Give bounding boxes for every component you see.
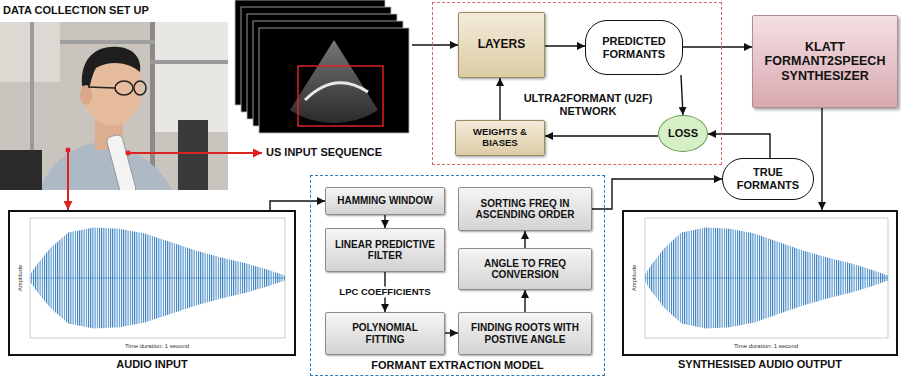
connector-arrow (683, 46, 752, 47)
connector-arrow (67, 190, 69, 210)
ultrasound-stack (298, 66, 383, 126)
setup-photo (126, 151, 131, 156)
setup-photo (80, 85, 92, 105)
pill-label: TRUE FORMANTS (729, 166, 807, 191)
circle-label: LOSS (668, 127, 698, 140)
connector-arrow (384, 215, 385, 228)
setup-photo (0, 22, 228, 190)
setup-photo (128, 152, 228, 154)
panel-heading: DATA COLLECTION SET UP (3, 4, 149, 17)
group-title: ULTRA2FORMANT (U2F) NETWORK (503, 92, 673, 117)
waveform-plot (30, 218, 285, 338)
edge-label: LPC COEFFICIENTS (337, 287, 432, 298)
box-label: FINDING ROOTS WITH POSTIVE ANGLE (465, 322, 585, 345)
setup-photo (178, 120, 208, 190)
setup-photo (150, 60, 228, 64)
waveform-plot (645, 218, 888, 338)
network-group: ULTRA2FORMANT (U2F) NETWORK LAYERS PREDICT… (432, 2, 722, 165)
connector-arrow (524, 231, 525, 248)
pill-label: PREDICTED FORMANTS (592, 35, 676, 60)
connector-arrow (545, 45, 585, 46)
process-box: LINEAR PREDICTIVE FILTER (325, 228, 445, 272)
axis-label: Time duration: 1 second (734, 343, 798, 349)
stack-caption: US INPUT SEQUENCE (266, 146, 382, 159)
waveform-panel: AUDIO INPUT (8, 210, 296, 356)
waveform-panel: SYNTHESISED AUDIO OUTPUT (622, 210, 898, 356)
connector-arrow (524, 290, 525, 312)
connector-arrow (821, 108, 822, 210)
output-pill: PREDICTED FORMANTS (585, 20, 683, 75)
extraction-group: FORMANT EXTRACTION MODEL HAMMING WINDOW LI… (310, 175, 605, 376)
synth-box: KLATT FORMANT2SPEECH SYNTHESIZER (752, 15, 898, 108)
axis-label: Amplitude (631, 265, 637, 292)
process-box: SORTING FREQ IN ASCENDING ORDER (458, 187, 592, 231)
process-box: ANGLE TO FREQ CONVERSION (458, 248, 592, 290)
box-label: HAMMING WINDOW (337, 195, 433, 207)
waveform-plot (30, 218, 285, 338)
layer-box: LAYERS (458, 12, 545, 78)
loss-circle: LOSS (658, 115, 708, 152)
connector-arrow (412, 44, 458, 45)
waveform-plot (30, 218, 285, 338)
ultrasound-stack (235, 0, 409, 133)
setup-photo (60, 40, 155, 44)
box-label: LINEAR PREDICTIVE FILTER (332, 239, 438, 262)
box-label: ANGLE TO FREQ CONVERSION (465, 258, 585, 281)
panel-caption: SYNTHESISED AUDIO OUTPUT (624, 358, 896, 371)
connector-arrow (499, 78, 500, 120)
setup-photo (82, 47, 140, 95)
connector-arrow (708, 134, 770, 158)
connector-arrow (270, 201, 325, 210)
ultrasound-stack (305, 83, 368, 100)
box-label: LAYERS (478, 38, 526, 52)
setup-photo (150, 22, 228, 132)
setup-photo (134, 81, 146, 95)
setup-photo (66, 148, 71, 153)
target-pill: TRUE FORMANTS (722, 158, 814, 200)
process-box: POLYNOMIAL FITTING (325, 312, 445, 355)
connector-arrow (445, 332, 458, 333)
image-stack: US INPUT SEQUENCE (262, 0, 412, 162)
connector-arrow (592, 179, 722, 209)
box-label: SORTING FREQ IN ASCENDING ORDER (465, 198, 585, 221)
ultrasound-stack (259, 28, 409, 133)
axis-label: Amplitude (17, 265, 23, 292)
ultrasound-stack (290, 40, 378, 123)
setup-photo (88, 87, 115, 88)
group-title: FORMANT EXTRACTION MODEL (311, 359, 604, 372)
waveform-plot (645, 218, 888, 338)
connector-arrow (681, 75, 683, 115)
box-label: KLATT FORMANT2SPEECH SYNTHESIZER (759, 40, 891, 83)
box-label: POLYNOMIAL FITTING (332, 322, 438, 345)
setup-photo (106, 134, 137, 190)
setup-photo (0, 150, 42, 190)
process-box: HAMMING WINDOW (325, 187, 445, 215)
setup-photo (115, 81, 133, 95)
process-box: FINDING ROOTS WITH POSTIVE ANGLE (458, 312, 592, 355)
axis-label: Time duration: 1 second (125, 343, 189, 349)
weights-box: WEIGHTS & BIASES (455, 120, 545, 156)
connector-arrow (228, 152, 262, 154)
photo-panel: DATA COLLECTION SET UP (0, 22, 228, 190)
panel-caption: AUDIO INPUT (10, 358, 294, 371)
setup-photo (67, 150, 69, 190)
waveform-plot (645, 218, 888, 338)
box-label: WEIGHTS & BIASES (462, 127, 538, 149)
connector-arrow (545, 135, 658, 136)
setup-photo (30, 22, 34, 152)
